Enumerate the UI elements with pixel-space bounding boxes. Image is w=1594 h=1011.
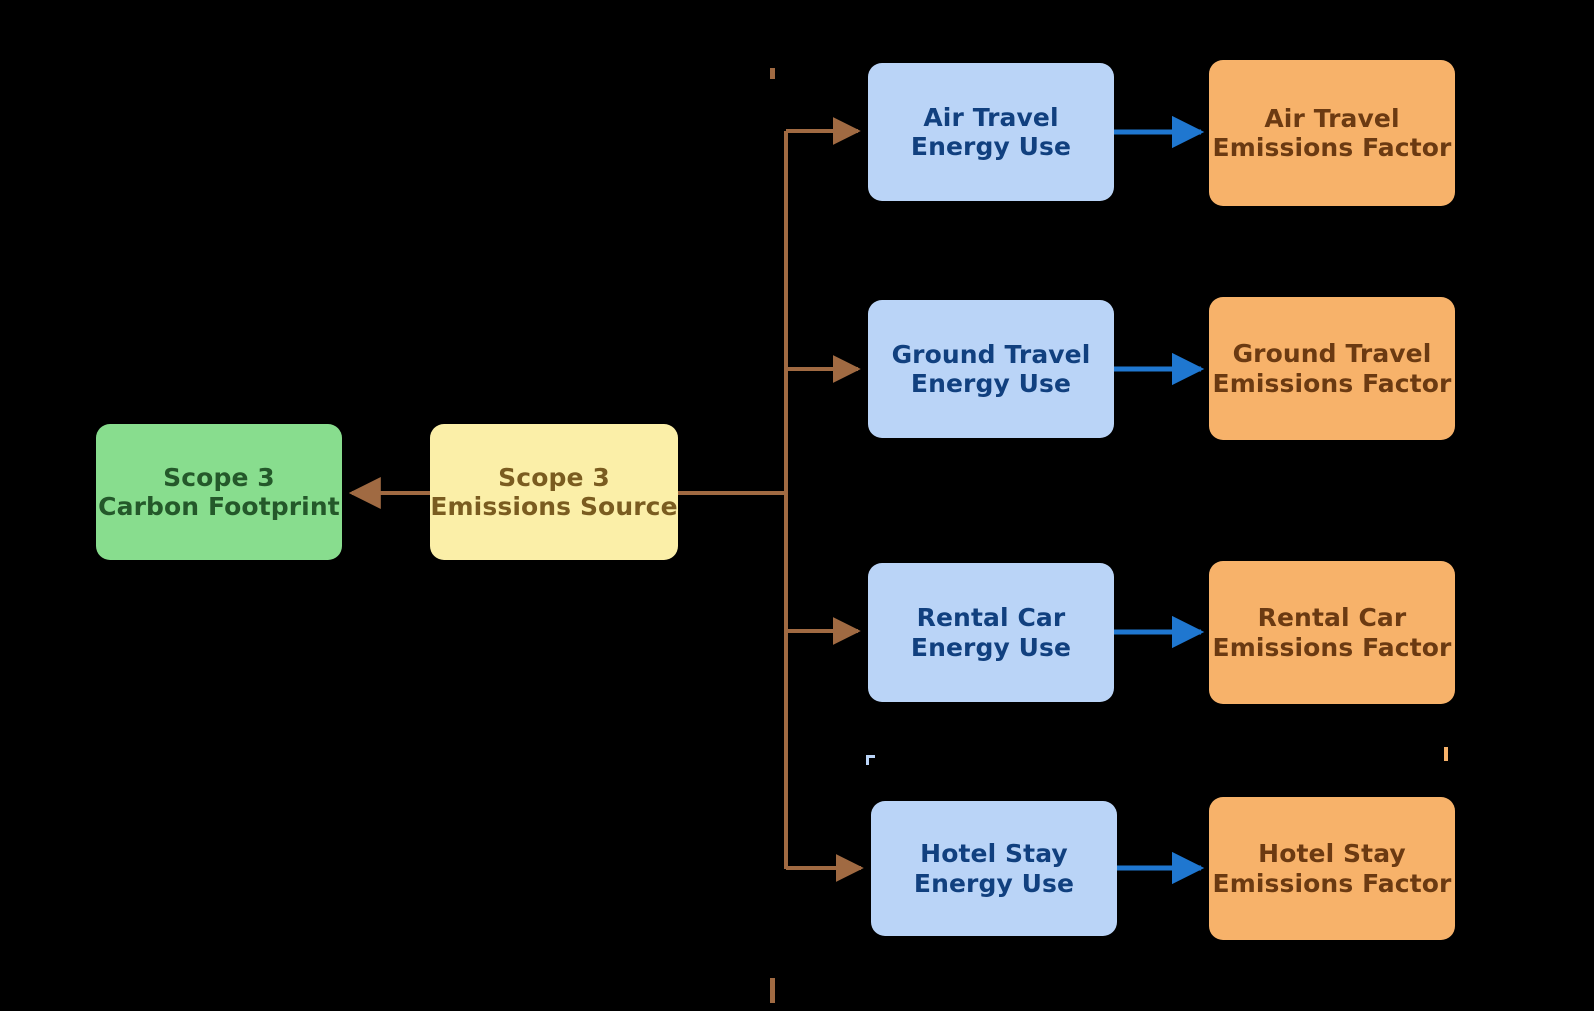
node-rental-car-energy-use[interactable]: Rental Car Energy Use xyxy=(868,563,1114,702)
edge-source-trunk xyxy=(678,131,788,869)
node-ground-travel-emissions-factor[interactable]: Ground Travel Emissions Factor xyxy=(1209,297,1455,440)
node-air-travel-emissions-factor[interactable]: Air Travel Emissions Factor xyxy=(1209,60,1455,206)
node-rental-car-emissions-factor[interactable]: Rental Car Emissions Factor xyxy=(1209,561,1455,704)
node-air-travel-energy-use[interactable]: Air Travel Energy Use xyxy=(868,63,1114,201)
node-hotel-stay-energy-use[interactable]: Hotel Stay Energy Use xyxy=(871,801,1117,936)
node-hotel-stay-emissions-factor[interactable]: Hotel Stay Emissions Factor xyxy=(1209,797,1455,940)
node-carbon-footprint[interactable]: Scope 3 Carbon Footprint xyxy=(96,424,342,560)
node-emissions-source[interactable]: Scope 3 Emissions Source xyxy=(430,424,678,560)
node-ground-travel-energy-use[interactable]: Ground Travel Energy Use xyxy=(868,300,1114,438)
